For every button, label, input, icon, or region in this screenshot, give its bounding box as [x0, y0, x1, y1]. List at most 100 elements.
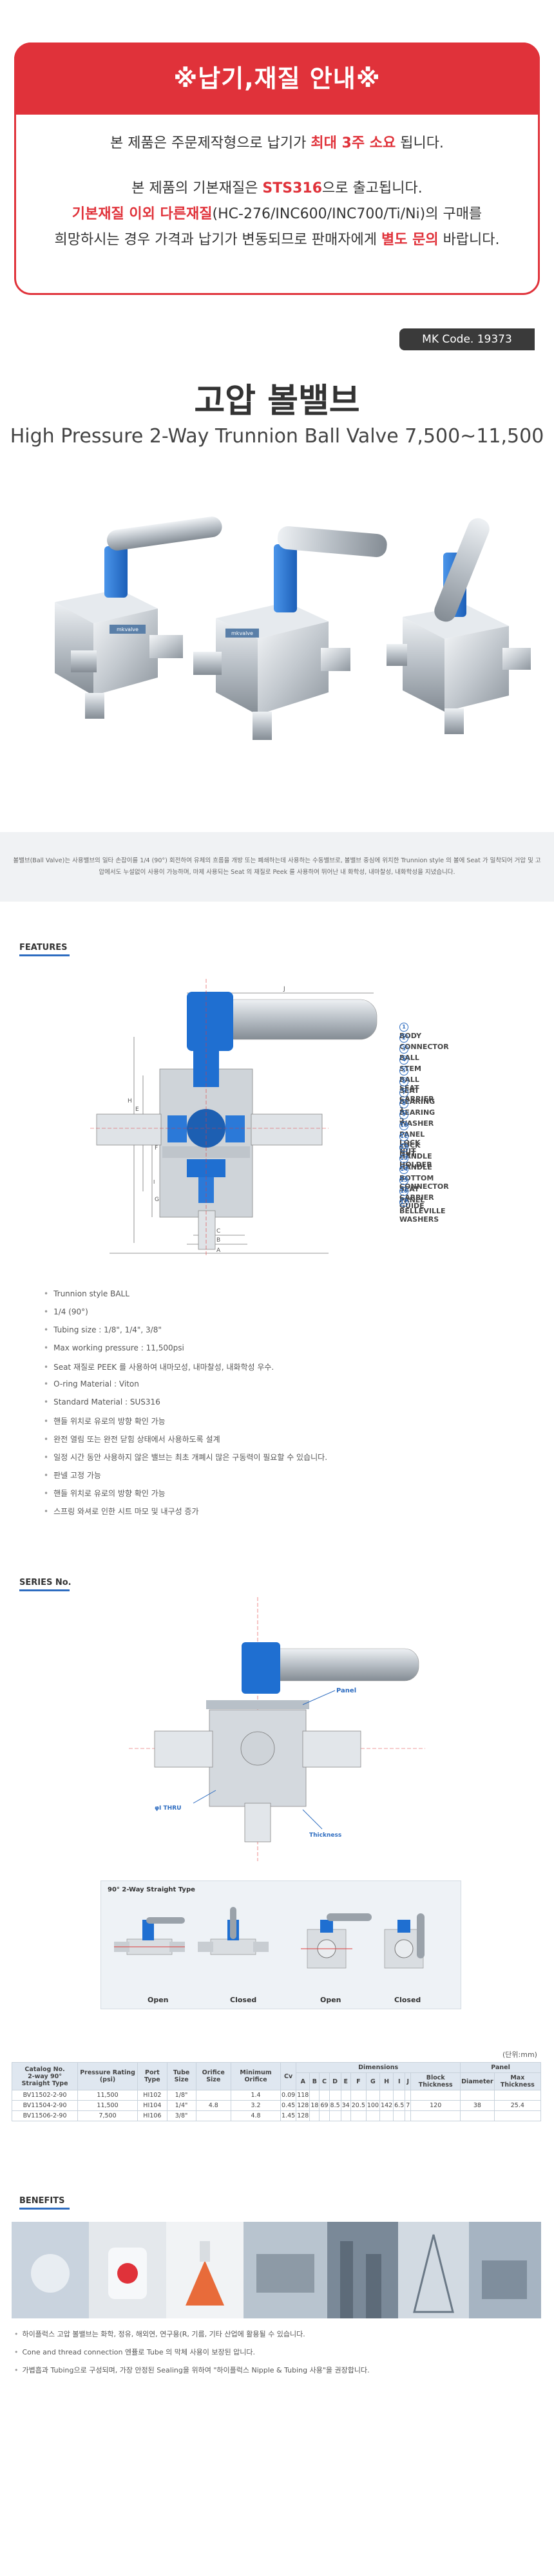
thickness-label: Thickness: [309, 1832, 341, 1839]
valve-photo-3: [387, 518, 531, 734]
dim-label-j: J: [283, 986, 285, 992]
notice-line-3: 기본재질 이외 다른재질(HC-276/INC600/INC700/Ti/Ni)…: [72, 206, 482, 222]
th-dim: B: [309, 2072, 320, 2090]
th-pressure: Pressure Rating (psi): [77, 2062, 138, 2090]
benefits-underline: [19, 2208, 70, 2210]
feature-item: Trunnion style BALL: [44, 1289, 129, 1298]
feature-item: 일정 시간 동안 사용하지 않은 밸브는 최초 개폐시 많은 구동력이 필요할 …: [44, 1452, 327, 1463]
brand-plate: [110, 625, 146, 634]
th-panel-diameter: Diameter: [460, 2072, 495, 2090]
dim-label-g: G: [155, 1197, 159, 1203]
feature-item: 1/4 (90°): [44, 1307, 88, 1316]
product-title-en: High Pressure 2-Way Trunnion Ball Valve …: [10, 425, 544, 448]
feature-item: Max working pressure : 11,500psi: [44, 1343, 184, 1352]
dim-label-a: A: [216, 1247, 221, 1254]
th-panel-thickness: Max Thickness: [493, 2072, 542, 2090]
handle-holder: [104, 546, 128, 598]
feature-item: Standard Material : SUS316: [44, 1397, 160, 1406]
th-dim: Block Thickness: [410, 2072, 461, 2090]
notice-box: ※납기,재질 안내※ 본 제품은 주문제작형으로 납기가 최대 3주 소요 됩니…: [14, 43, 540, 295]
valve-photo-1: mkvalve: [55, 516, 222, 719]
th-dim: H: [379, 2072, 394, 2090]
brand-label-2: mkvalve: [231, 630, 253, 636]
th-dimensions: Dimensions: [296, 2062, 461, 2073]
spec-table: Catalog No.2-way 90° Straight Type Press…: [11, 2062, 542, 2121]
dim-label-h: H: [128, 1098, 132, 1104]
handle: [106, 516, 222, 551]
benefits-heading: BENEFITS: [19, 2196, 65, 2206]
features-underline: [19, 954, 70, 956]
mk-code-badge: MK Code. 19373: [399, 328, 535, 350]
th-port: Port Type: [137, 2062, 167, 2090]
type-box: 90° 2-Way Straight Type Op: [100, 1880, 461, 2009]
th-catalog: Catalog No.2-way 90° Straight Type: [11, 2062, 79, 2090]
description-text: 볼밸브(Ball Valve)는 사용밸브의 일타 손잡이를 1/4 (90°)…: [13, 857, 541, 876]
brand-label-1: mkvalve: [117, 627, 138, 632]
product-title-ko: 고압 볼밸브: [194, 382, 360, 421]
features-heading: FEATURES: [19, 943, 68, 952]
th-orifice: Orifice Size: [195, 2062, 231, 2090]
unit-note: (단위:mm): [502, 2050, 537, 2059]
th-dim: A: [296, 2072, 310, 2090]
table-header-row: Catalog No.2-way 90° Straight Type Press…: [11, 2062, 541, 2090]
th-dim: F: [350, 2072, 367, 2090]
feature-item: 핸들 위치로 유로의 방향 확인 가능: [44, 1488, 166, 1499]
th-dim: G: [365, 2072, 381, 2090]
caption-open-1: Open: [148, 1996, 169, 2004]
caption-closed-2: Closed: [394, 1996, 421, 2004]
feature-item: 판넬 고정 가능: [44, 1470, 101, 1481]
notice-line-1: 본 제품은 주문제작형으로 납기가 최대 3주 소요 됩니다.: [110, 135, 444, 151]
feature-item: Seat 재질로 PEEK 를 사용하여 내마모성, 내마찰성, 내화학성 우수…: [44, 1361, 274, 1372]
cross-section-diagram: J H E D F G C B A I: [90, 979, 377, 1256]
illustration-closed-1: [198, 1907, 269, 1955]
feature-item: 완전 열림 또는 완전 닫힘 상태에서 사용하도록 설계: [44, 1434, 220, 1444]
description-band: 볼밸브(Ball Valve)는 사용밸브의 일타 손잡이를 1/4 (90°)…: [0, 832, 554, 902]
legend-item: 17BELLEVILLE WASHERS: [399, 1198, 446, 1224]
legend-item: 2CONNECTOR: [399, 1034, 449, 1051]
dim-label-f: F: [155, 1145, 158, 1151]
series-heading: SERIES No.: [19, 1578, 72, 1587]
th-dim: J: [405, 2072, 412, 2090]
series-diagram: Panel φI THRU Thickness: [129, 1597, 425, 1861]
illustration-open-2: [301, 1913, 372, 1969]
benefit-item: Cone and thread connection 엔퓰로 Tube 의 막체…: [14, 2347, 256, 2357]
benefit-item: 하이플럭스 고압 볼밸브는 화학, 정유, 해외연, 연구용(R, 기름, 기타…: [14, 2329, 305, 2339]
panel-label: Panel: [336, 1687, 356, 1694]
series-underline: [19, 1589, 70, 1591]
dim-label-i: I: [153, 1179, 155, 1185]
feature-item: O-ring Material : Viton: [44, 1379, 139, 1388]
caption-closed-1: Closed: [230, 1996, 257, 2004]
illustration-open-1: [114, 1917, 185, 1955]
th-panel: Panel: [460, 2062, 541, 2073]
th-dim: C: [319, 2072, 330, 2090]
th-dim: I: [393, 2072, 406, 2090]
product-photos: mkvalve mkvalve: [55, 516, 531, 740]
type-box-title: 90° 2-Way Straight Type: [108, 1886, 195, 1893]
notice-line-2: 본 제품의 기본재질은 STS316으로 출고됩니다.: [131, 180, 423, 196]
th-cv: Cv: [280, 2062, 297, 2090]
type-illustrations: [114, 1907, 425, 1969]
thread-label: φI THRU: [155, 1805, 181, 1812]
notice-line-4: 희망하시는 경우 가격과 납기가 변동되므로 판매자에게 별도 문의 바랍니다.: [54, 232, 500, 248]
th-dim: E: [340, 2072, 351, 2090]
table-subheader-row: A B C D E F G H I J Block Thickness Diam…: [12, 2072, 542, 2090]
benefit-item: 가볍흡과 Tubing으로 구성되며, 가장 안정된 Sealing을 위하여 …: [14, 2365, 370, 2375]
th-dim: D: [329, 2072, 341, 2090]
feature-item: 스프링 와셔로 인한 시트 마모 및 내구성 증가: [44, 1506, 198, 1517]
dim-label-c: C: [216, 1228, 220, 1235]
th-min-orifice: Minimum Orifice: [230, 2062, 282, 2090]
feature-item: Tubing size : 1/8", 1/4", 3/8": [44, 1325, 162, 1334]
dim-label-b: B: [216, 1237, 220, 1244]
illustration-closed-2: [384, 1913, 425, 1969]
dim-label-e: E: [135, 1106, 139, 1113]
benefits-photo-strip: [12, 2222, 541, 2318]
notice-title: ※납기,재질 안내※: [14, 43, 540, 115]
legend-item: 14BOTTOM CONNECTOR: [399, 1165, 449, 1191]
photo-plant: [327, 2222, 398, 2318]
th-tube: Tube Size: [166, 2062, 196, 2090]
valve-photo-2: mkvalve: [193, 526, 387, 740]
feature-item: 핸들 위치로 유로의 방향 확인 가능: [44, 1416, 166, 1426]
